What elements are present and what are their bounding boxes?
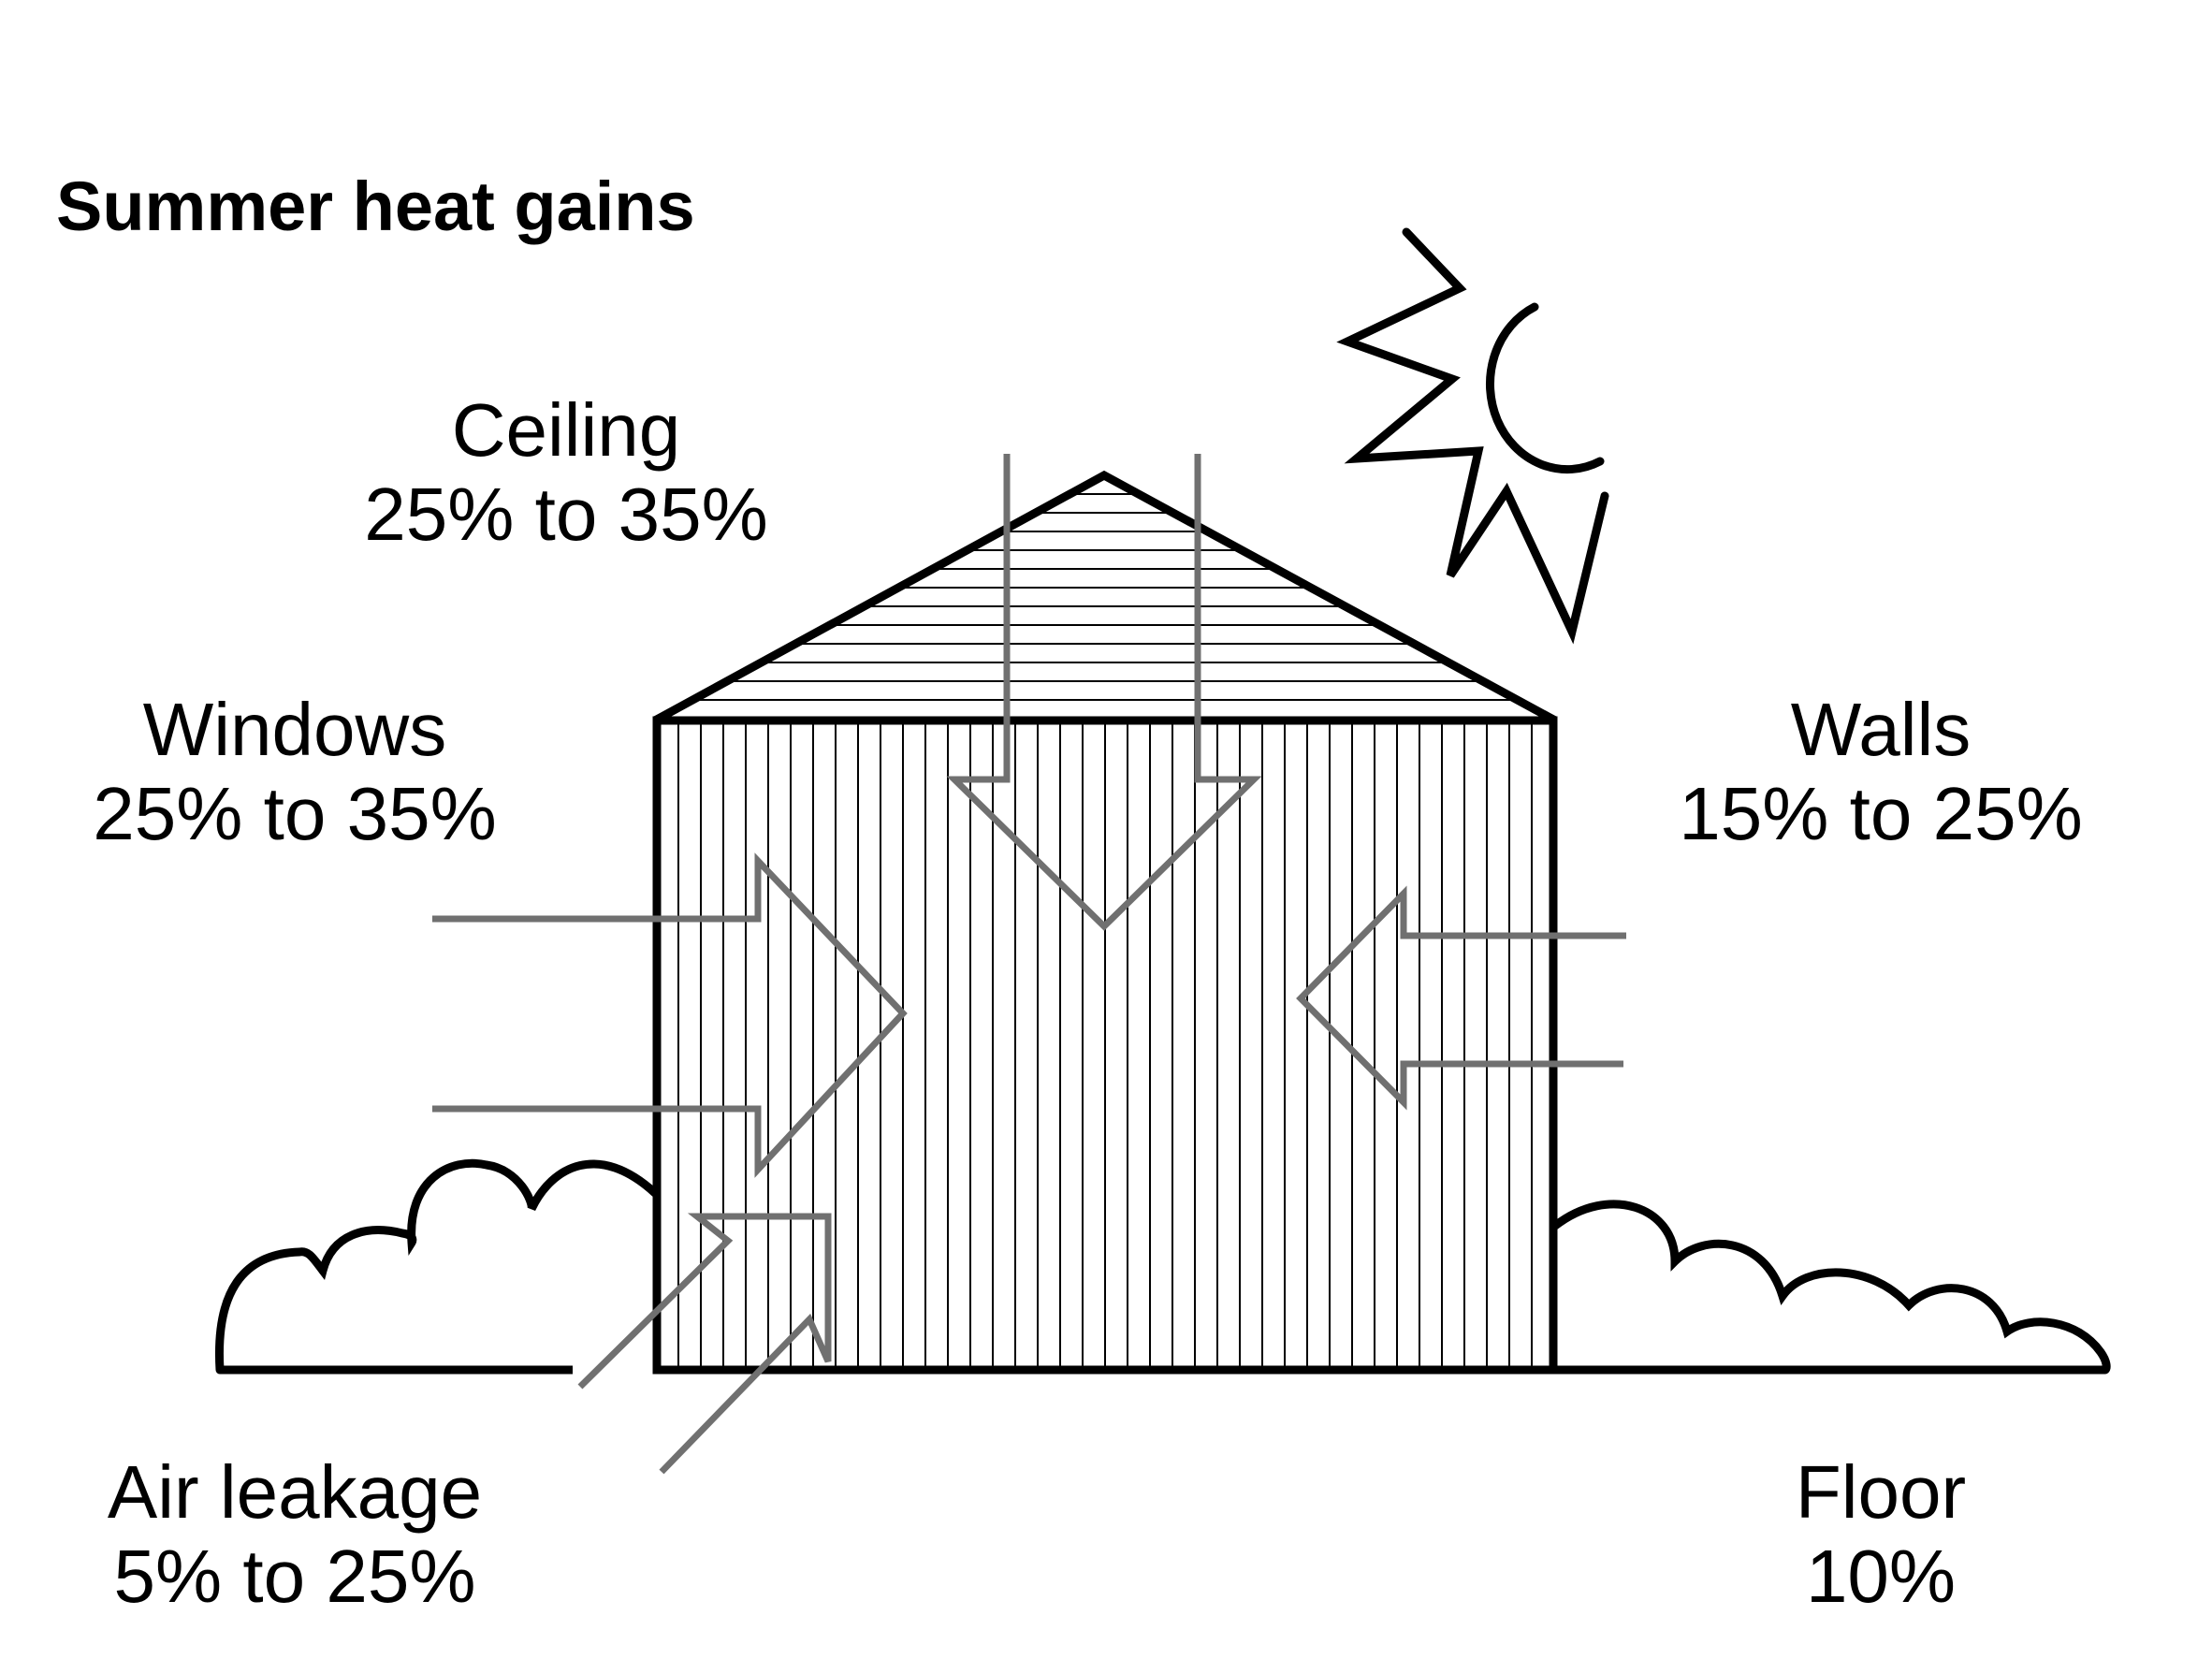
- windows-range: 25% to 35%: [93, 771, 497, 855]
- air-leakage-name: Air leakage: [107, 1450, 483, 1534]
- walls-label: Walls 15% to 25%: [1609, 688, 2152, 855]
- house-body: [652, 716, 1558, 1375]
- floor-range: 10%: [1805, 1534, 1957, 1618]
- ceiling-name: Ceiling: [451, 388, 681, 472]
- cloud-icon: [1550, 1200, 2111, 1375]
- air-leakage-label: Air leakage 5% to 25%: [37, 1450, 552, 1618]
- ceiling-range: 25% to 35%: [364, 472, 768, 556]
- floor-label: Floor 10%: [1647, 1450, 2115, 1618]
- heat-arrows: [432, 454, 1626, 1475]
- arrow-air-leakage: [577, 1213, 832, 1475]
- wall-hatch: [677, 722, 1533, 1368]
- air-leakage-range: 5% to 25%: [113, 1534, 476, 1618]
- walls-name: Walls: [1790, 688, 1972, 771]
- sun-icon: [1336, 227, 1609, 645]
- house-icon: [652, 470, 1558, 1375]
- arrow-walls: [1296, 885, 1626, 1111]
- windows-label: Windows 25% to 35%: [37, 688, 552, 855]
- arrow-windows: [432, 852, 908, 1178]
- floor-name: Floor: [1795, 1450, 1967, 1534]
- windows-name: Windows: [142, 688, 447, 771]
- cloud-icon: [214, 1158, 660, 1375]
- walls-range: 15% to 25%: [1679, 771, 2083, 855]
- ceiling-label: Ceiling 25% to 35%: [309, 388, 823, 556]
- arrow-ceiling: [946, 454, 1262, 931]
- diagram-title: Summer heat gains: [56, 167, 695, 245]
